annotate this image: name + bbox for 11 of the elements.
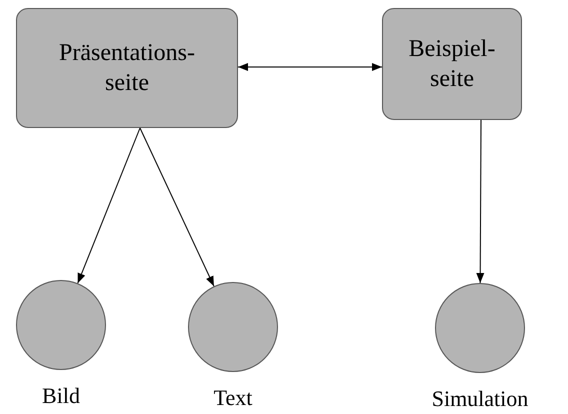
node-label: Beispiel- seite (408, 35, 496, 94)
node-caption: Bild (42, 383, 80, 409)
node-label: Präsentations- seite (58, 39, 196, 98)
arrow (238, 63, 382, 71)
rounded-box (382, 8, 522, 120)
arrow (476, 120, 484, 284)
rounded-box (16, 8, 238, 128)
arrow (77, 128, 140, 284)
arrow (140, 128, 214, 287)
node-caption: Text (214, 385, 252, 411)
node-caption: Simulation (432, 386, 528, 412)
